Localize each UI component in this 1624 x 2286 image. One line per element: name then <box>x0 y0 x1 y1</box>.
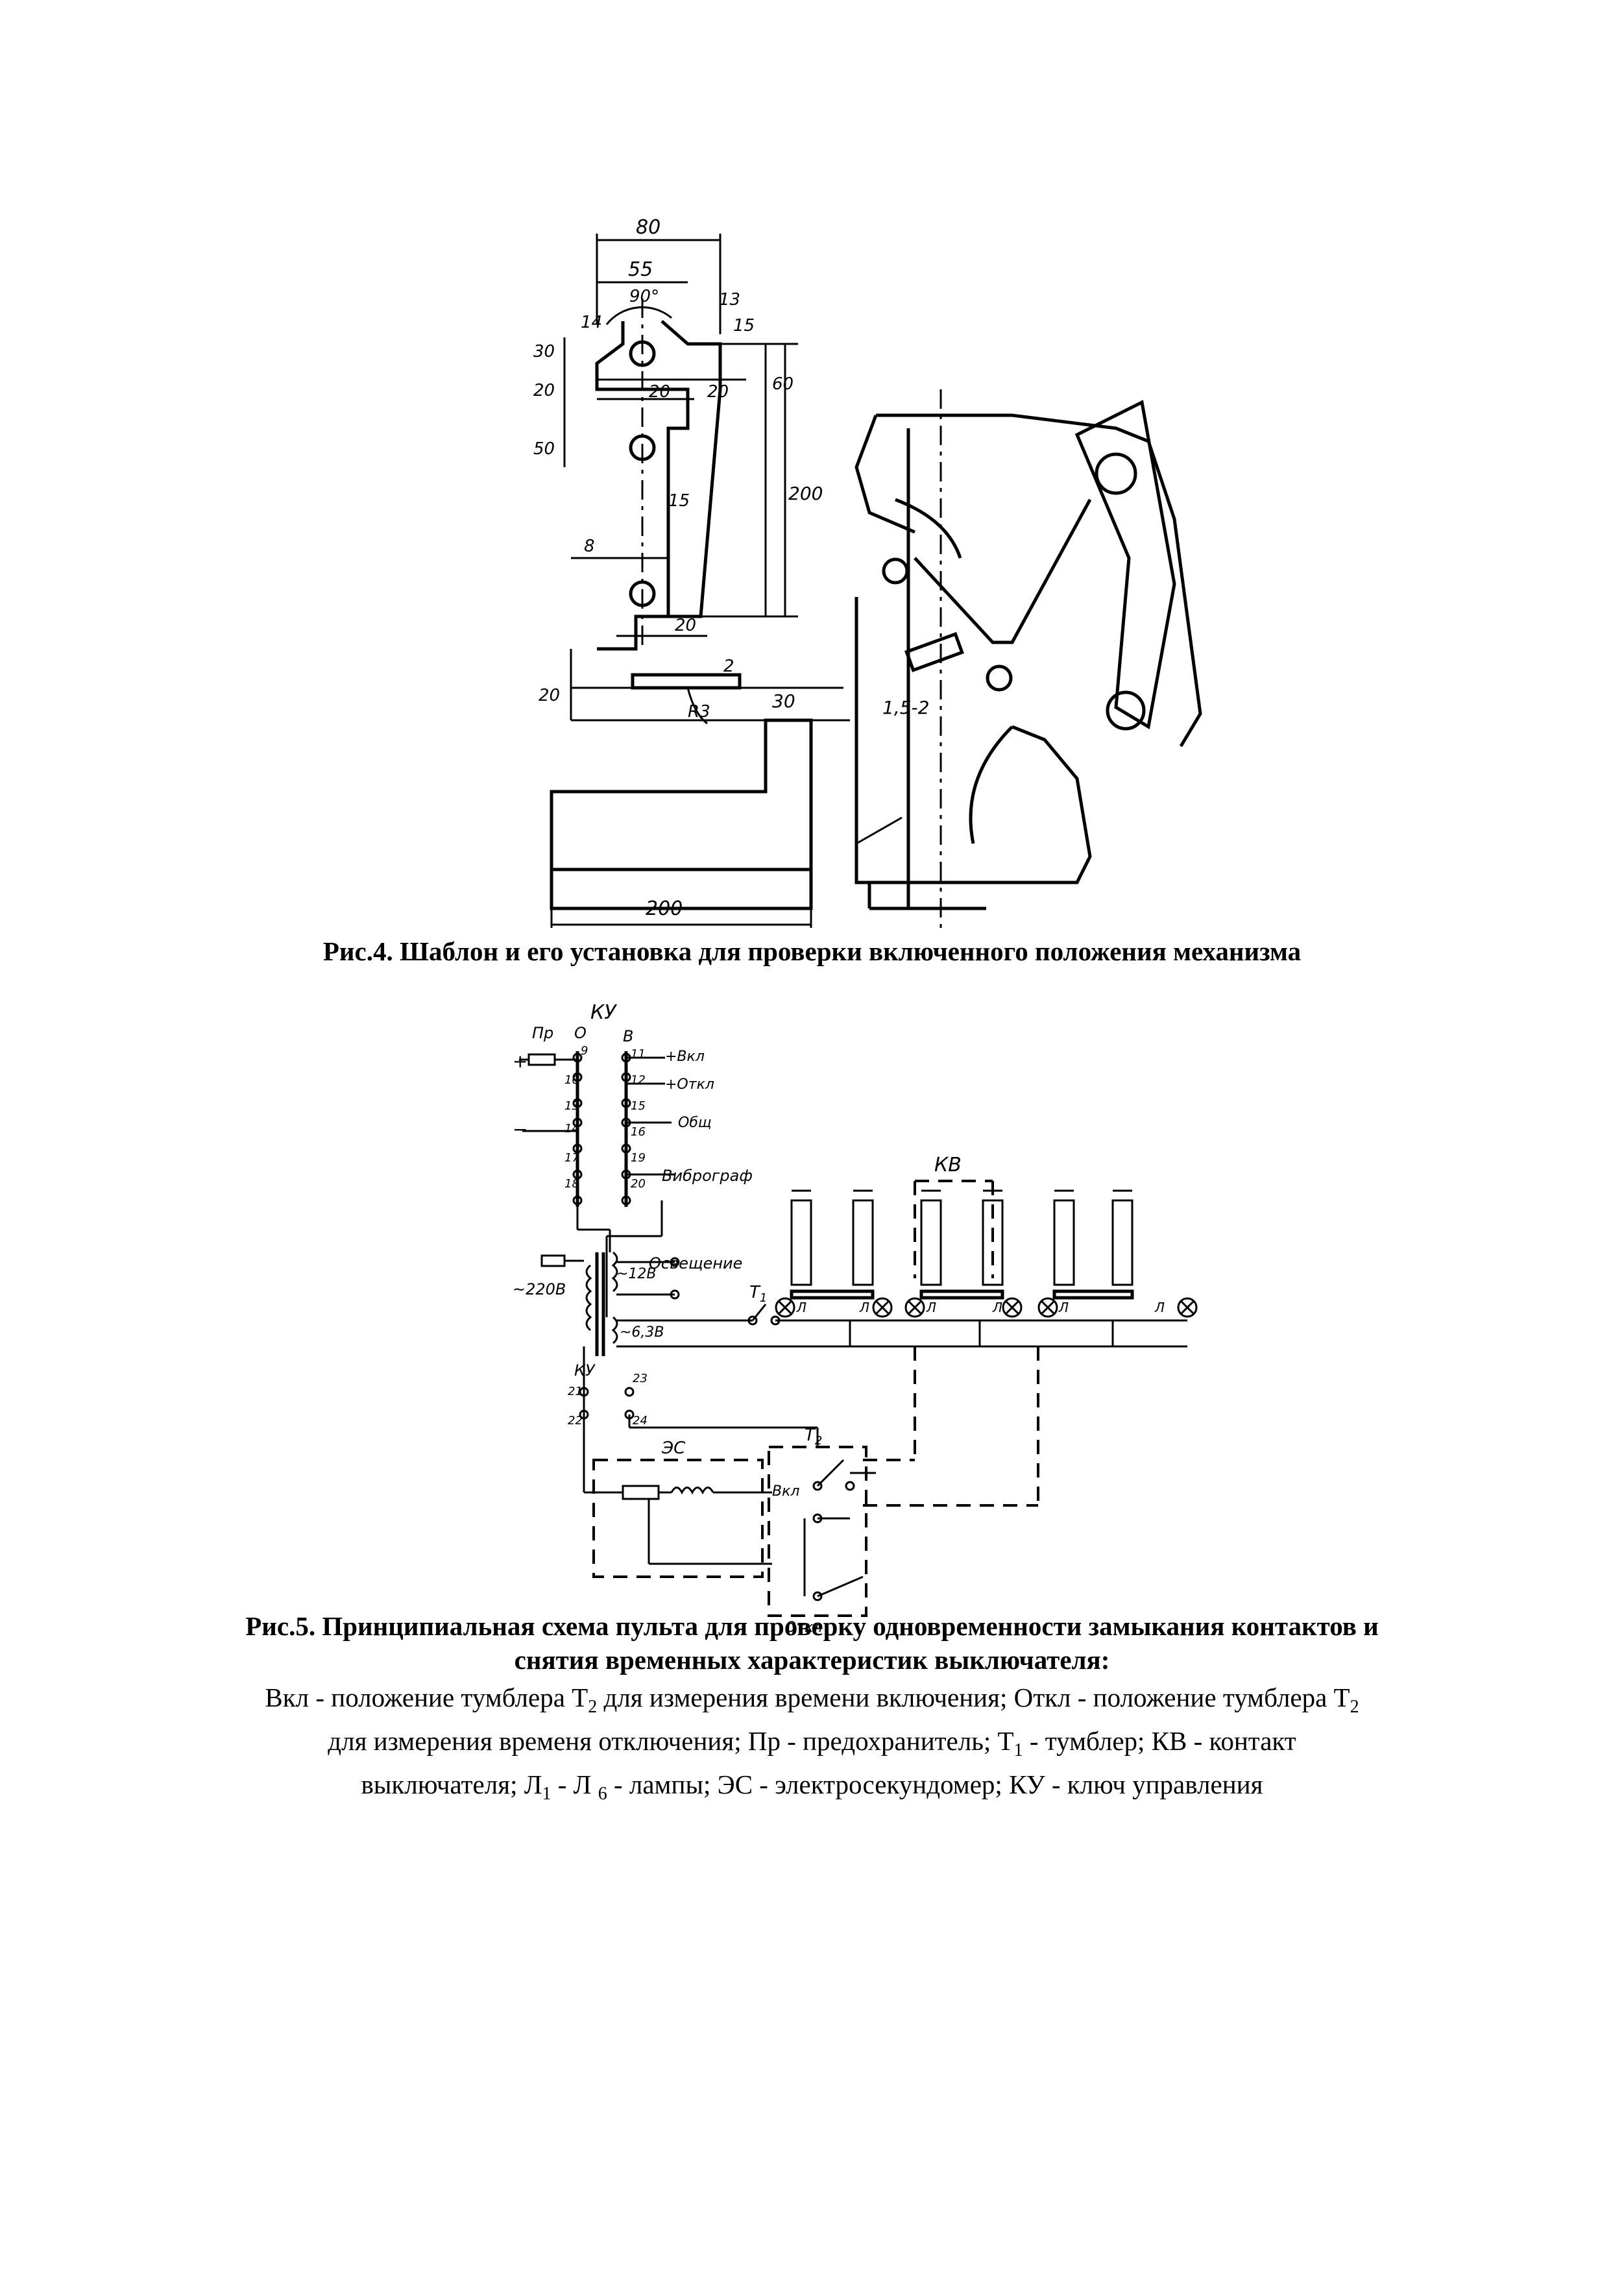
otkl-terminal-label: +Откл <box>665 1076 714 1093</box>
legend-part-1: Вкл - положение тумблера Т <box>265 1683 588 1712</box>
lamp-l2-label: Л <box>859 1300 869 1315</box>
dim-14: 14 <box>581 313 602 332</box>
dim-15b: 15 <box>668 491 690 511</box>
figure-5-schematic: КУ Пр О В + − 9 10 13 14 17 18 11 12 15 … <box>513 1001 1198 1636</box>
figure-4-caption: Рис.4. Шаблон и его установка для провер… <box>322 936 1302 966</box>
o-label: О <box>574 1024 587 1042</box>
minus-label: − <box>513 1119 527 1140</box>
v63-label: ~6,3В <box>620 1324 664 1341</box>
mechanism-drawing: 1,5-2 <box>854 389 1202 928</box>
term-16: 16 <box>631 1125 646 1139</box>
fuse-220 <box>540 1254 566 1267</box>
dim-50: 50 <box>533 439 555 459</box>
figure-4-drawing: 80 55 90° 13 15 20 20 14 30 20 50 60 200… <box>533 216 1202 928</box>
figure-5-caption-title: Рис.5. Принципиальная схема пульта для п… <box>245 1611 1379 1675</box>
dim-80: 80 <box>636 216 661 239</box>
dim-20c: 20 <box>675 616 696 635</box>
term-17: 17 <box>564 1151 579 1165</box>
term-20: 20 <box>631 1177 646 1191</box>
lamp-l1 <box>775 1297 795 1318</box>
term-24: 24 <box>633 1414 648 1428</box>
legend-part-5: - Л <box>551 1769 598 1800</box>
toggle-t2-box <box>768 1446 867 1617</box>
legend-part-6: - лампы; ЭС - электросекундомер; КУ - кл… <box>607 1769 1263 1800</box>
legend-sub-3: 1 <box>1013 1740 1023 1761</box>
breaker-contacts-kv: КВ Л Л Л Л Л Л <box>775 1154 1198 1505</box>
transformer: ~220В ~12В Освещение ~6,3В <box>513 1200 1187 1356</box>
lamp-l6-label: Л <box>1154 1300 1165 1315</box>
term-14: 14 <box>564 1122 579 1136</box>
dim-55: 55 <box>628 258 653 281</box>
lamp-l3-label: Л <box>926 1300 936 1315</box>
figure-5-caption-legend: Вкл - положение тумблера Т2 для измерени… <box>247 1681 1377 1812</box>
osveschenie-label: Освещение <box>649 1254 742 1272</box>
dim-1-5-2: 1,5-2 <box>882 697 929 718</box>
dim-15: 15 <box>733 316 755 335</box>
term-15: 15 <box>631 1099 646 1113</box>
es-label: ЭС <box>661 1439 686 1458</box>
electrosecundomer-box <box>592 1459 764 1578</box>
kv-label: КВ <box>934 1154 962 1176</box>
term-11: 11 <box>631 1047 646 1061</box>
lamp-l3 <box>904 1297 925 1318</box>
term-10: 10 <box>564 1073 579 1087</box>
dim-60: 60 <box>772 374 794 394</box>
vkl-terminal-label: +Вкл <box>665 1049 705 1065</box>
dim-R3: R3 <box>688 702 710 722</box>
vibrograf-label: Виброграф <box>662 1167 753 1185</box>
term-22: 22 <box>568 1414 583 1428</box>
term-21: 21 <box>568 1385 583 1398</box>
fuse-pr <box>527 1053 556 1066</box>
dim-13: 13 <box>719 290 740 310</box>
lamp-l6 <box>1177 1297 1198 1318</box>
dim-20a: 20 <box>649 382 670 402</box>
vkl-label: Вкл <box>772 1483 799 1500</box>
control-key-ku-top: КУ Пр О В + − 9 10 13 14 17 18 11 12 15 … <box>513 1001 753 1207</box>
dim-20-left: 20 <box>533 381 555 400</box>
timer-circuit: КУ 21 22 23 24 ЭС Т2 Вкл Откл <box>568 1346 1038 1636</box>
dim-30: 30 <box>533 342 555 361</box>
ku-top-label: КУ <box>590 1001 617 1024</box>
dim-200b: 200 <box>646 897 683 920</box>
lamp-l5-label: Л <box>1058 1300 1069 1315</box>
legend-sub-1: 2 <box>588 1697 598 1718</box>
v-label: В <box>623 1027 633 1045</box>
lamp-l4-label: Л <box>992 1300 1002 1315</box>
legend-sub-5: 6 <box>598 1784 607 1805</box>
v12-label: ~12В <box>616 1266 657 1282</box>
dim-8: 8 <box>584 537 595 556</box>
toggle-t1: Т1 <box>747 1283 1187 1326</box>
dim-200: 200 <box>788 483 823 504</box>
legend-sub-2: 2 <box>1350 1697 1359 1718</box>
legend-sub-4: 1 <box>542 1784 551 1805</box>
dim-20d: 20 <box>539 686 560 705</box>
dim-20b: 20 <box>707 382 729 402</box>
ku-bottom-label: КУ <box>574 1361 596 1380</box>
lamp-l2 <box>872 1297 893 1318</box>
dim-90deg: 90° <box>629 287 659 306</box>
dim-2: 2 <box>723 657 734 676</box>
lamp-l1-label: Л <box>796 1300 806 1315</box>
term-18: 18 <box>564 1177 579 1191</box>
legend-part-3: для измерения временя отключения; Пр - п… <box>328 1726 1014 1757</box>
plus-label: + <box>513 1051 527 1072</box>
term-13: 13 <box>564 1099 579 1113</box>
t2-label: Т2 <box>805 1426 822 1448</box>
otkl-label: Откл <box>785 1620 822 1636</box>
dim-30b: 30 <box>772 690 795 712</box>
v220-label: ~220В <box>513 1280 566 1298</box>
obsch-label: Общ <box>678 1115 712 1131</box>
template-drawing: 80 55 90° 13 15 20 20 14 30 20 50 60 200… <box>533 216 850 928</box>
term-23: 23 <box>633 1372 648 1385</box>
term-12: 12 <box>631 1073 646 1087</box>
term-9: 9 <box>581 1044 588 1058</box>
term-19: 19 <box>631 1151 646 1165</box>
lamp-l4 <box>1002 1297 1023 1318</box>
legend-part-2: для измерения времени включения; Откл - … <box>597 1683 1350 1712</box>
t1-label: Т1 <box>749 1283 767 1305</box>
lamp-l5 <box>1037 1297 1058 1318</box>
legend-part-4: - тумблер; КВ - контакт выключателя; Л <box>361 1726 1296 1800</box>
pr-label: Пр <box>532 1024 553 1042</box>
